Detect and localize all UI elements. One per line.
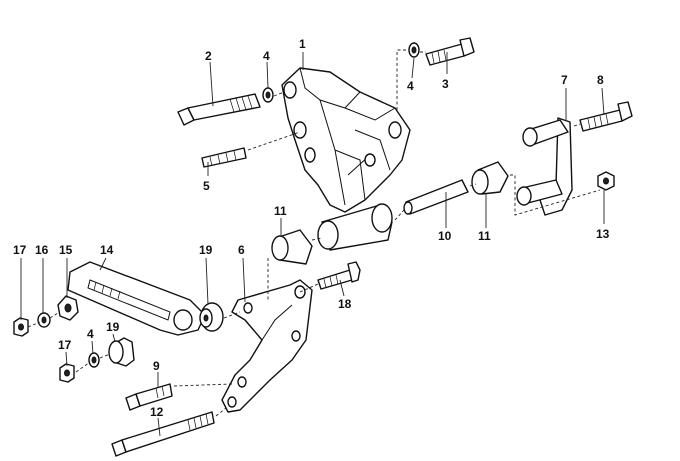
bolt-part-12 xyxy=(111,411,215,457)
callout-8: 8 xyxy=(597,73,604,87)
callout-4-lower: 4 xyxy=(87,327,94,341)
callout-19-upper: 19 xyxy=(199,243,213,257)
stud-part-5 xyxy=(201,147,247,168)
nut-part-17-top xyxy=(13,317,29,337)
washer-part-16 xyxy=(37,312,51,328)
callout-18: 18 xyxy=(338,297,352,311)
plate-part-6 xyxy=(221,279,313,413)
bracket-part-1 xyxy=(281,67,411,251)
washer-part-4-lower xyxy=(88,352,100,368)
callout-4-right: 4 xyxy=(407,79,414,93)
bolt-part-8 xyxy=(579,101,633,132)
adjusting-arm-part-14 xyxy=(67,261,206,336)
callout-11-left: 11 xyxy=(274,204,287,218)
callout-9: 9 xyxy=(153,359,160,373)
bolt-part-2 xyxy=(177,93,261,126)
nut-part-13 xyxy=(597,171,615,191)
callout-14: 14 xyxy=(100,243,114,257)
callout-6: 6 xyxy=(238,243,245,257)
callout-11-right: 11 xyxy=(478,229,491,243)
bolt-part-3 xyxy=(425,37,475,66)
pinion-part-15 xyxy=(57,295,79,321)
nut-part-17-lower xyxy=(59,363,75,383)
callout-2: 2 xyxy=(205,49,212,63)
leader-lines xyxy=(20,52,605,437)
bolt-part-9 xyxy=(125,383,173,411)
assembly-axis-lines xyxy=(27,49,601,417)
callout-12: 12 xyxy=(150,405,164,419)
callout-19-lower: 19 xyxy=(106,320,120,334)
callout-labels: 1 2 4 4 3 5 7 8 11 10 11 13 17 16 15 14 … xyxy=(13,37,610,419)
link-bracket-part-7 xyxy=(516,117,573,216)
callout-15: 15 xyxy=(59,243,73,257)
callout-4-top: 4 xyxy=(263,49,270,63)
callout-5: 5 xyxy=(203,179,210,193)
sleeve-part-10 xyxy=(403,179,469,215)
bushing-part-19-lower xyxy=(108,337,135,367)
callout-16: 16 xyxy=(35,243,49,257)
callout-13: 13 xyxy=(596,227,610,241)
callout-17-top: 17 xyxy=(13,243,27,257)
bushing-part-19-upper xyxy=(199,302,224,332)
callout-10: 10 xyxy=(438,229,452,243)
washer-part-4-right xyxy=(408,42,420,58)
callout-1: 1 xyxy=(299,37,306,51)
callout-7: 7 xyxy=(561,73,568,87)
washer-part-4-top xyxy=(262,87,274,103)
callout-17-lower: 17 xyxy=(58,338,72,352)
bolt-part-18 xyxy=(317,261,361,290)
bushing-part-11-right xyxy=(471,161,509,195)
callout-3: 3 xyxy=(442,77,449,91)
bushing-part-11-left xyxy=(271,229,313,265)
